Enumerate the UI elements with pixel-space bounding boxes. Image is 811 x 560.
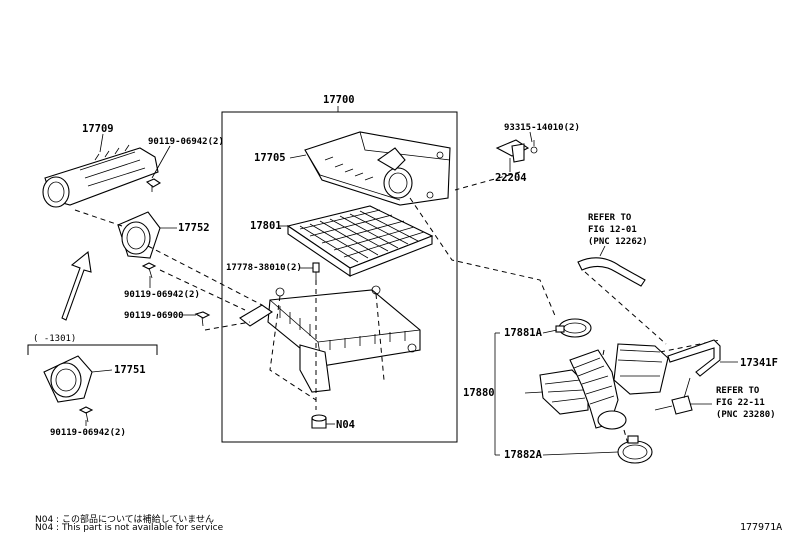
clip-17778-38010 — [312, 262, 320, 280]
footnote-en: N04 : This part is not available for ser… — [35, 523, 224, 533]
leader-93315 — [529, 131, 533, 143]
leader-17709 — [99, 133, 104, 153]
label-ref2-line3: (PNC 23280) — [716, 410, 776, 420]
dash-h — [409, 197, 557, 319]
hose-17341F — [667, 339, 721, 377]
label-17341F: 17341F — [740, 357, 778, 369]
leader-17705 — [289, 154, 307, 159]
direction-arrow — [61, 250, 92, 321]
footnote-jp: N04 : この部品については補給していません — [35, 515, 214, 525]
label-N04: N04 — [336, 419, 355, 431]
label-17705: 17705 — [254, 152, 286, 164]
label-90119-06900: 90119-06900 — [124, 311, 184, 321]
label-ref2-line1: REFER TO — [716, 386, 760, 396]
label-ref1-line3: (PNC 12262) — [588, 237, 648, 247]
assembly-17700-frame — [221, 111, 458, 443]
label-17882A: 17882A — [504, 449, 542, 461]
leader-17880 — [524, 391, 544, 394]
bracket-1301 — [27, 344, 158, 355]
label-17881A: 17881A — [504, 327, 542, 339]
filter-element-17801 — [286, 205, 434, 278]
dash-k — [659, 339, 721, 353]
dash-a — [74, 209, 123, 227]
screw-90119-06900 — [194, 311, 211, 327]
hose-assembly-17880 — [539, 343, 669, 430]
flange-17751 — [43, 355, 93, 403]
leader-90119-06942-a — [151, 145, 171, 179]
clamp-17882A — [617, 435, 653, 464]
screw-90119-06942-b — [141, 262, 157, 279]
label-17700: 17700 — [323, 94, 355, 106]
dash-j — [584, 271, 667, 345]
label-ref1-line1: REFER TO — [588, 213, 632, 223]
leader-17881A — [542, 329, 558, 334]
label-90119-06942-c: 90119-06942(2) — [50, 428, 126, 438]
label-17709: 17709 — [82, 123, 114, 135]
screw-90119-06942-a — [145, 178, 162, 192]
label-90119-06942-b: 90119-06942(2) — [124, 290, 200, 300]
label-22204: 22204 — [495, 172, 527, 184]
intake-duct-17709 — [42, 144, 159, 208]
leader-17882A — [542, 451, 619, 456]
flange-17752 — [117, 211, 161, 259]
label-ref2-line2: FIG 22-11 — [716, 398, 765, 408]
hose-ref-12262 — [577, 257, 646, 287]
dash-d — [204, 321, 251, 331]
dash-i — [454, 171, 521, 191]
label-17751: 17751 — [114, 364, 146, 376]
label-17778-38010: 17778-38010(2) — [226, 263, 302, 273]
dash-b — [147, 245, 263, 306]
air-cleaner-case-lower — [239, 285, 421, 393]
air-cleaner-cap-17705 — [304, 131, 451, 206]
leader-ref1 — [599, 245, 606, 257]
label-1301: ( -1301) — [33, 334, 77, 344]
dash-c — [159, 269, 246, 311]
dash-f — [269, 295, 317, 401]
label-ref1-line2: FIG 12-01 — [588, 225, 637, 235]
figure-id: 177971A — [740, 522, 783, 533]
label-17752: 17752 — [178, 222, 210, 234]
label-93315-14010: 93315-14010(2) — [504, 123, 580, 133]
grommet-N04 — [311, 414, 327, 429]
screw-90119-06942-c — [78, 406, 94, 423]
label-90119-06942-a: 90119-06942(2) — [148, 137, 224, 147]
label-17801: 17801 — [250, 220, 282, 232]
valve-ref-23280 — [654, 377, 693, 415]
sensor-22204 — [495, 139, 538, 163]
clamp-17881A — [555, 318, 592, 338]
leader-17751 — [91, 369, 113, 373]
label-17880: 17880 — [463, 387, 495, 399]
